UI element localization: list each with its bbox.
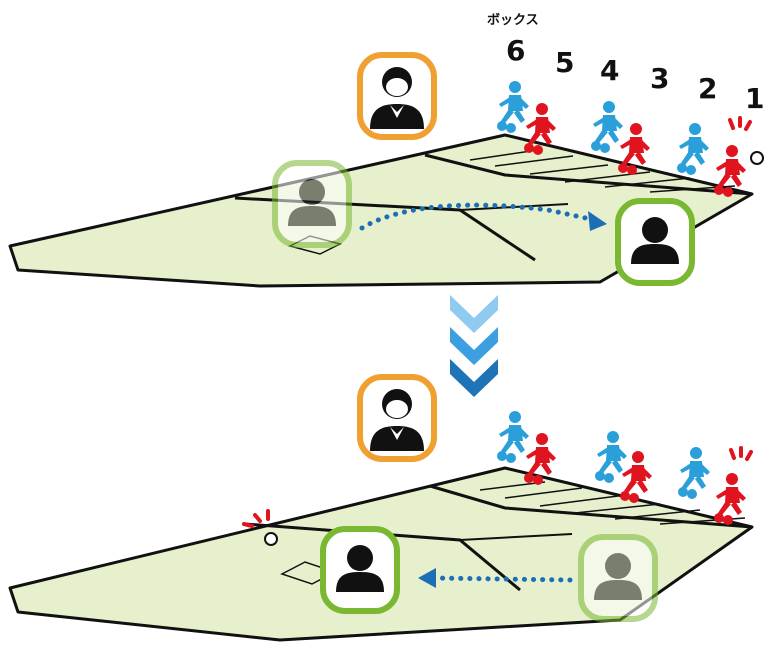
referee-icon (320, 526, 400, 614)
ball-icon (750, 151, 764, 165)
box-number: 2 (698, 72, 717, 105)
box-number: 6 (506, 34, 525, 67)
umpire-icon (357, 374, 437, 462)
alert-marks (728, 116, 752, 131)
referee-icon (578, 534, 658, 622)
ball-icon (264, 532, 278, 546)
referee-icon (615, 198, 695, 286)
box-number: 5 (555, 46, 574, 79)
box-label: ボックス (487, 12, 539, 28)
box-number: 1 (745, 82, 764, 115)
referee-icon (272, 160, 352, 248)
alert-marks (242, 509, 270, 528)
top-panel: ボックス 6 5 4 3 2 1 (8, 12, 764, 288)
box-number: 3 (650, 62, 669, 95)
chevron-down-icon (450, 295, 498, 397)
court-before (8, 133, 754, 288)
bottom-panel (8, 374, 754, 642)
movement-arrow-before (359, 202, 607, 231)
alert-marks (729, 446, 753, 461)
box-number: 4 (600, 54, 619, 87)
movement-arrow-after (418, 568, 573, 588)
umpire-icon (357, 52, 437, 140)
